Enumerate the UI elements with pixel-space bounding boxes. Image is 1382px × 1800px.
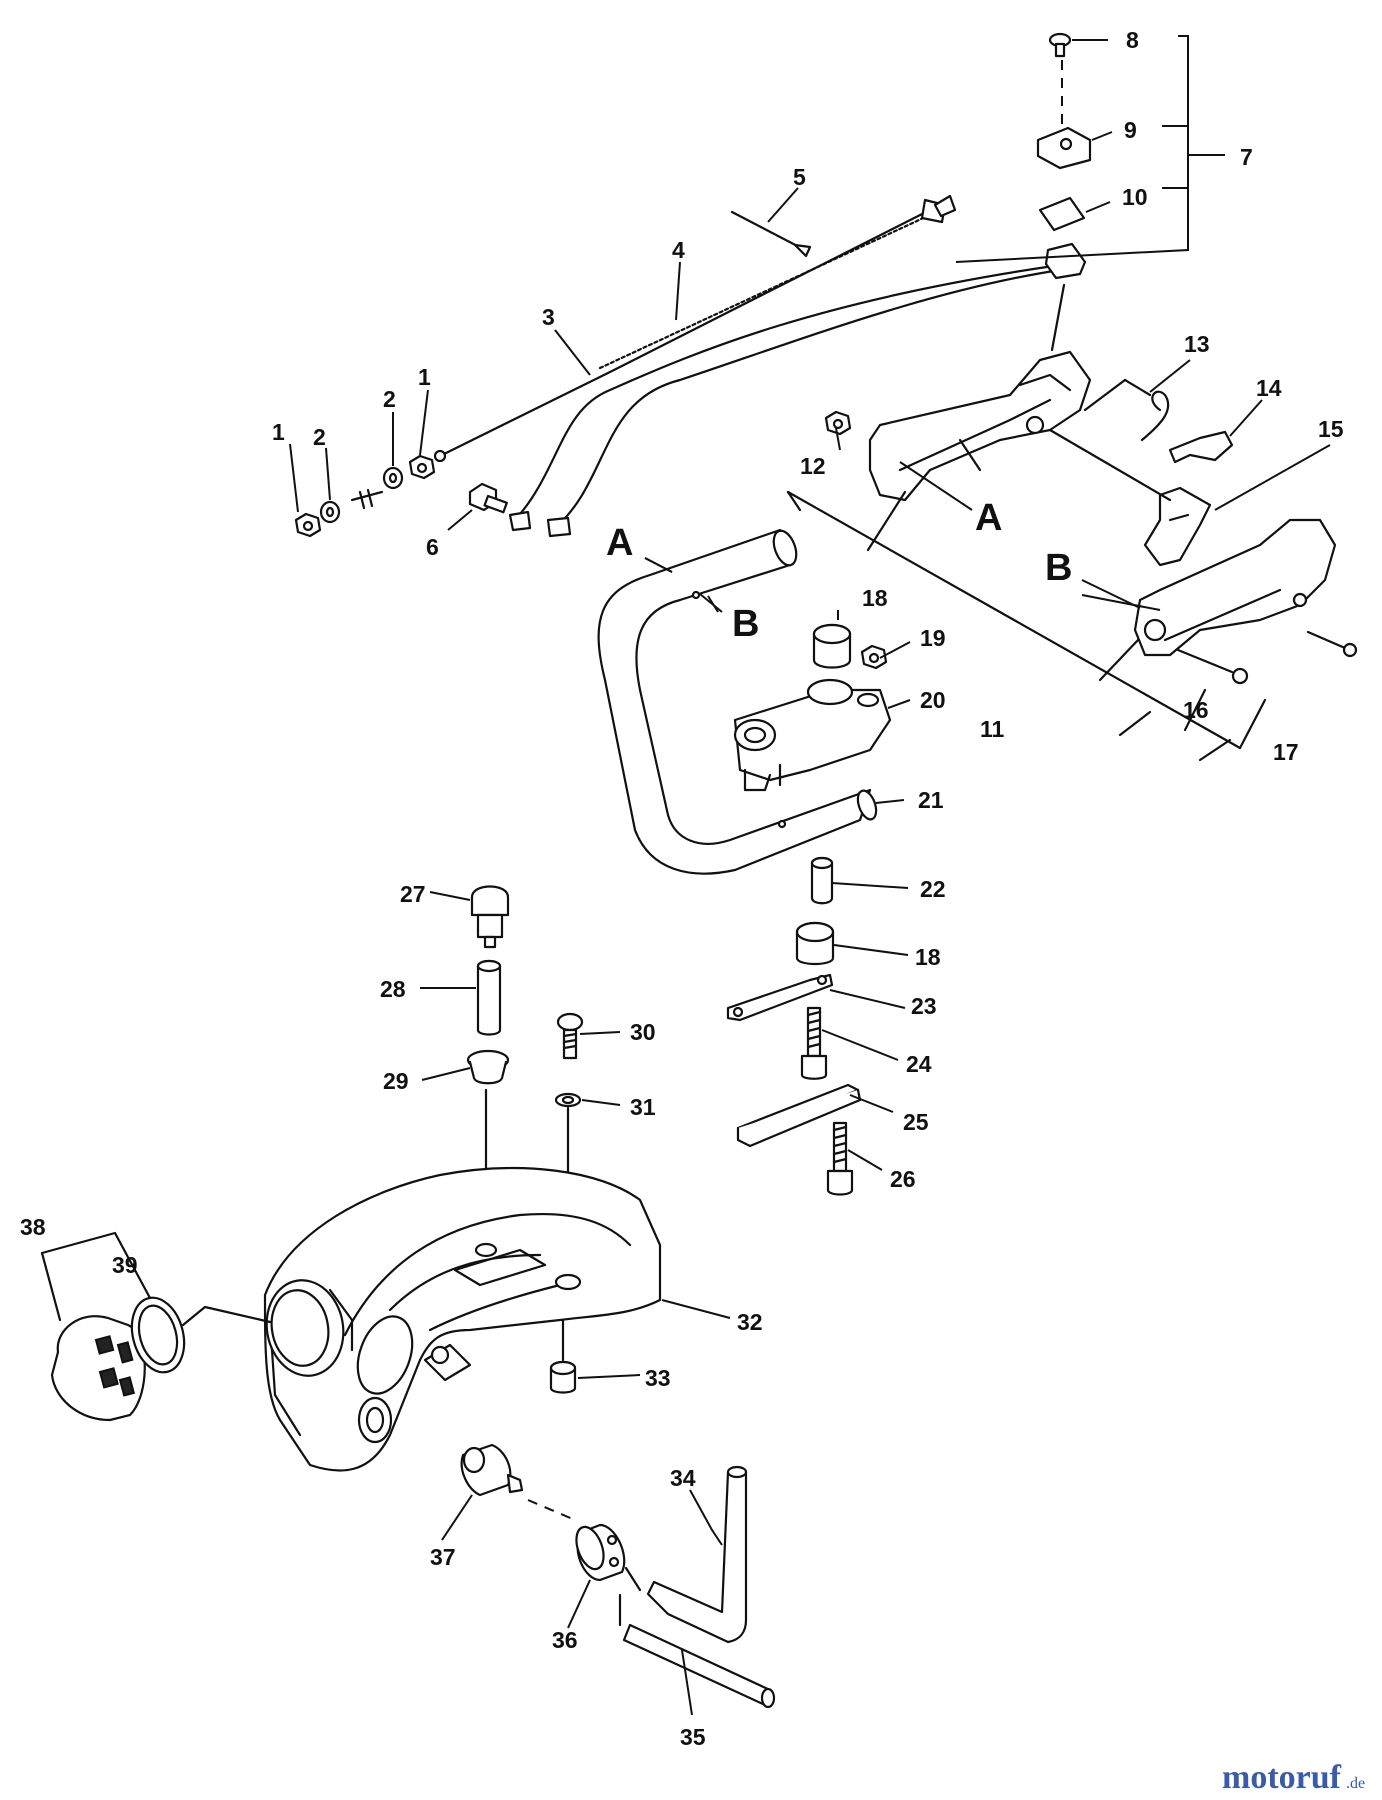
gasket-39 [130, 1296, 186, 1374]
switch-10 [1038, 196, 1086, 232]
bushing-33 [549, 1360, 577, 1394]
bolt-17 [1306, 630, 1358, 658]
nut-1-left [294, 512, 322, 538]
bolt-16 [1176, 648, 1249, 685]
callout-35: 35 [680, 1724, 706, 1750]
callout-14: 14 [1256, 375, 1282, 401]
screw-8 [1048, 32, 1072, 58]
callout-1-right: 1 [418, 364, 431, 390]
fuel-tank-32 [263, 1167, 662, 1472]
switch-base [1044, 242, 1087, 280]
callout-25: 25 [903, 1109, 929, 1135]
spacer-rod [350, 490, 384, 502]
connector-labels: A A B B [606, 497, 1072, 645]
lockout-lever-14 [1168, 430, 1234, 464]
callout-39: 39 [112, 1252, 138, 1278]
switch-cover-9 [1036, 126, 1092, 170]
nut-12 [824, 410, 852, 436]
callout-34: 34 [670, 1465, 696, 1491]
callout-38: 38 [20, 1214, 46, 1240]
callout-30: 30 [630, 1019, 656, 1045]
callout-8: 8 [1126, 27, 1139, 53]
callout-26: 26 [890, 1166, 916, 1192]
callout-7: 7 [1240, 144, 1253, 170]
leader-lines [289, 35, 1331, 1716]
handle-clamp-20 [733, 678, 892, 792]
watermark-logo: motoruf .de [1222, 1759, 1365, 1796]
callout-18-bottom: 18 [915, 944, 941, 970]
callout-9: 9 [1124, 117, 1137, 143]
watermark-suffix: .de [1346, 1775, 1365, 1792]
callout-23: 23 [911, 993, 937, 1019]
connector-a-left: A [606, 522, 633, 564]
callout-6: 6 [426, 534, 439, 560]
nut-19 [860, 644, 888, 670]
callout-15: 15 [1318, 416, 1344, 442]
throttle-trigger-15 [1143, 486, 1212, 567]
callout-5: 5 [793, 164, 806, 190]
bushing-18-bottom [795, 921, 835, 966]
fuel-filter-37 [460, 1443, 524, 1497]
callout-24: 24 [906, 1051, 932, 1077]
callout-10: 10 [1122, 184, 1148, 210]
bracket-25 [736, 1083, 862, 1148]
tube-28 [476, 959, 502, 1036]
callout-3: 3 [542, 304, 555, 330]
rear-handle-right [1133, 518, 1337, 657]
callout-28: 28 [380, 976, 406, 1002]
fuel-hose-34 [624, 1465, 748, 1644]
washer-2-right [382, 466, 404, 490]
callout-33: 33 [645, 1365, 671, 1391]
callout-36: 36 [552, 1627, 578, 1653]
grommet-36 [575, 1523, 626, 1582]
rear-handle-left [868, 350, 1092, 502]
fuel-neck [265, 1279, 354, 1377]
spring-13 [1140, 390, 1170, 442]
throttle-cable [433, 194, 957, 463]
callout-37: 37 [430, 1544, 456, 1570]
callout-29: 29 [383, 1068, 409, 1094]
screw-24 [800, 1006, 828, 1080]
callout-13: 13 [1184, 331, 1210, 357]
callout-1-left: 1 [272, 419, 285, 445]
washer-31 [554, 1092, 582, 1108]
callout-4: 4 [672, 237, 685, 263]
callout-2-right: 2 [383, 386, 396, 412]
connector-a-right: A [975, 497, 1002, 539]
callout-19: 19 [920, 625, 946, 651]
watermark-brand: motoruf [1222, 1759, 1342, 1796]
primer-bulb-27 [470, 885, 510, 949]
callout-17: 17 [1273, 739, 1299, 765]
screw-26 [826, 1121, 854, 1196]
fuel-hose-35 [618, 1593, 776, 1709]
callout-labels: 8 9 10 7 5 4 3 1 2 2 1 6 12 13 14 15 16 … [20, 27, 1344, 1750]
callout-31: 31 [630, 1094, 656, 1120]
callout-12: 12 [800, 453, 826, 479]
callout-18-top: 18 [862, 585, 888, 611]
washer-2-left [319, 500, 341, 524]
callout-22: 22 [920, 876, 946, 902]
stop-wire [508, 263, 1062, 538]
bushing-18-top [812, 623, 852, 669]
callout-27: 27 [400, 881, 426, 907]
connector-b-left: B [732, 603, 759, 645]
callout-32: 32 [737, 1309, 763, 1335]
plate-23 [726, 973, 834, 1022]
connector-b-right: B [1045, 547, 1072, 589]
callout-11: 11 [980, 716, 1005, 742]
callout-16: 16 [1183, 697, 1209, 723]
callout-20: 20 [920, 687, 946, 713]
screw-6 [468, 482, 508, 514]
callout-21: 21 [918, 787, 944, 813]
nut-1-right [408, 454, 436, 480]
grommet-29 [466, 1049, 510, 1085]
spacer-22 [810, 856, 834, 905]
callout-2-left: 2 [313, 424, 326, 450]
front-handle-bar-21 [597, 528, 878, 875]
screw-30 [556, 1012, 584, 1060]
cable-tie [730, 210, 812, 258]
fuel-cap-38 [50, 1315, 146, 1422]
